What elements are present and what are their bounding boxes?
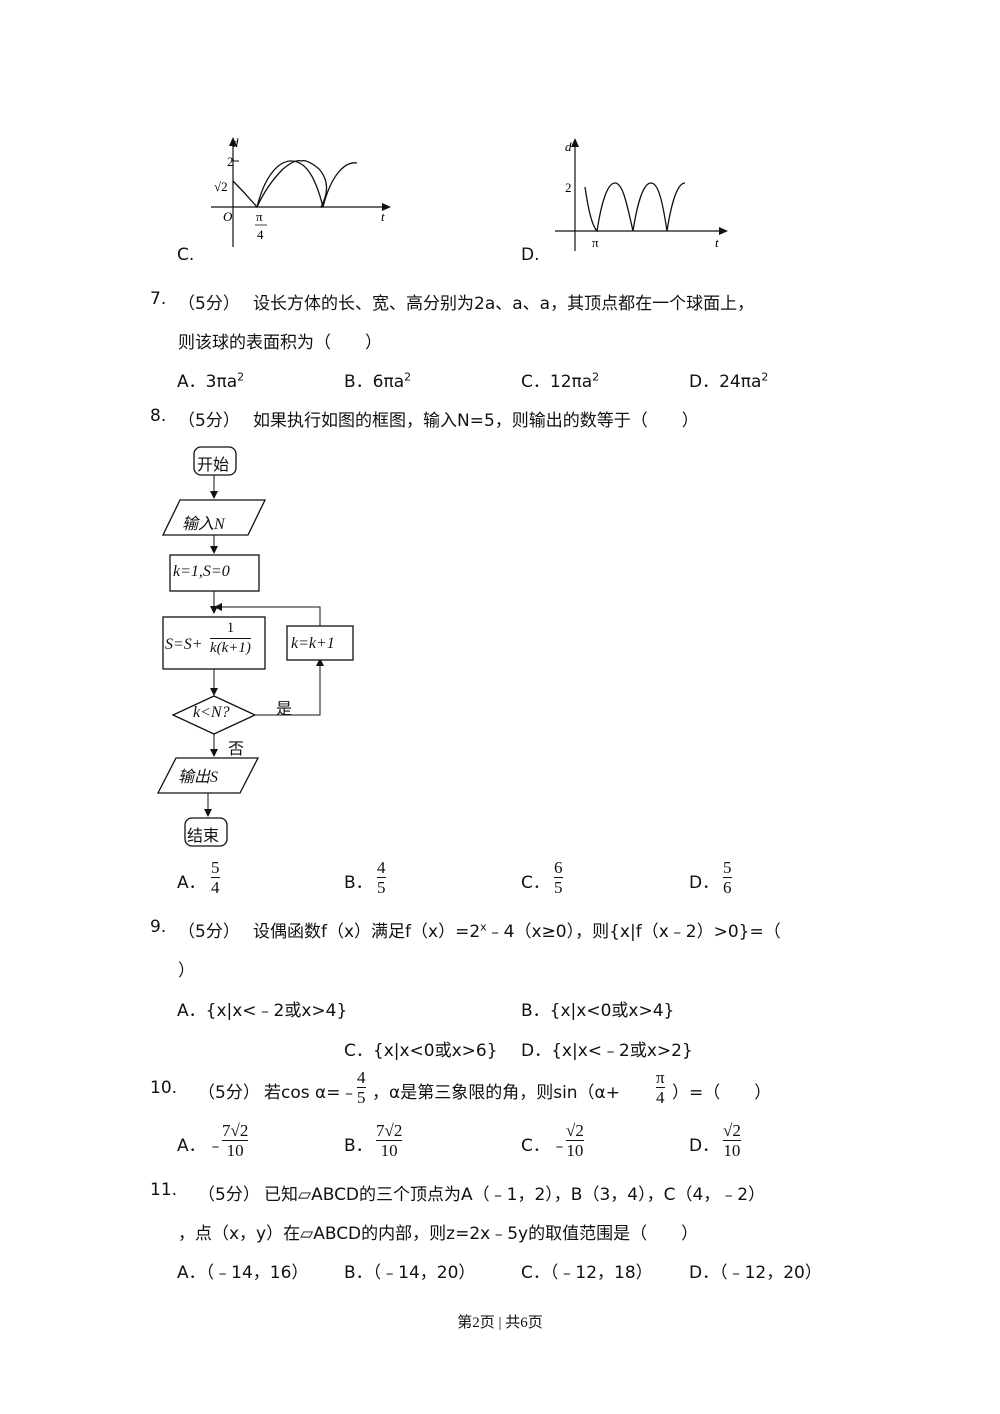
flow-output-label: 输出S bbox=[178, 769, 219, 786]
flow-input-label: 输入N bbox=[182, 516, 225, 533]
q9-score: （5分） bbox=[178, 922, 240, 942]
q7-option-c: C．12πa2 bbox=[521, 370, 600, 392]
q10-option-c-label: C． bbox=[521, 1136, 550, 1156]
q8-option-b-label: B． bbox=[344, 873, 373, 893]
q7-option-a: A．3πa2 bbox=[177, 370, 245, 392]
flow-update-left: S=S+ bbox=[165, 636, 203, 653]
page-footer: 第2页 | 共6页 bbox=[457, 1315, 543, 1331]
flow-increment-box bbox=[286, 625, 354, 661]
q9-option-a: A．{x|x<﹣2或x>4} bbox=[177, 1001, 348, 1021]
q11-option-a: A．（﹣14，16） bbox=[177, 1263, 309, 1283]
q8-option-c-label: C． bbox=[521, 873, 550, 893]
flow-no-label: 否 bbox=[228, 741, 245, 758]
graph-d-x-label: t bbox=[715, 235, 719, 250]
q8-number: 8. bbox=[150, 406, 167, 426]
q11-text-line1: 已知▱ABCD的三个顶点为A（﹣1，2），B（3，4），C（4，﹣2） bbox=[264, 1185, 766, 1205]
q11-option-d: D．（﹣12，20） bbox=[689, 1263, 822, 1283]
flow-update-box bbox=[162, 616, 266, 670]
q7-text-line1: 设长方体的长、宽、高分别为2a、a、a，其顶点都在一个球面上， bbox=[253, 294, 755, 314]
q8-score: （5分） bbox=[178, 411, 240, 431]
flow-init-box bbox=[169, 554, 260, 592]
graph-d: d 2 π t bbox=[555, 138, 728, 251]
q7-option-b: B．6πa2 bbox=[344, 370, 412, 392]
q7-text-line2: 则该球的表面积为（ ） bbox=[178, 333, 382, 353]
graph-c-y-top: 2 bbox=[227, 154, 234, 169]
flow-start-box bbox=[193, 446, 237, 476]
graph-c-origin: O bbox=[223, 209, 233, 224]
q9-text-line2: ） bbox=[178, 961, 195, 981]
flow-decision-label: k<N? bbox=[193, 704, 230, 721]
flow-output-box bbox=[156, 757, 260, 794]
q7-option-d: D．24πa2 bbox=[689, 370, 769, 392]
q8-option-d-label: D． bbox=[689, 873, 720, 893]
q7-number: 7. bbox=[150, 289, 167, 309]
q8-text: 如果执行如图的框图，输入N=5，则输出的数等于（ ） bbox=[253, 411, 699, 431]
q9-number: 9. bbox=[150, 917, 167, 937]
flow-update-den: k(k+1) bbox=[210, 640, 251, 656]
flow-yes-label: 是 bbox=[276, 701, 293, 718]
q9-option-b: B．{x|x<0或x>4} bbox=[521, 1001, 675, 1021]
flow-update-fraction: 1 k(k+1) bbox=[210, 619, 251, 658]
graph-d-y-top: 2 bbox=[565, 180, 572, 195]
q10-text-part2: ，α是第三象限的角，则sin（α+ bbox=[372, 1083, 621, 1103]
q10-option-a-label: A． bbox=[177, 1136, 206, 1156]
q8-flowchart bbox=[156, 446, 354, 847]
flow-start-label: 开始 bbox=[197, 457, 230, 474]
q11-number: 11. bbox=[150, 1180, 178, 1200]
graph-c-x-label: t bbox=[381, 209, 385, 224]
graph-c-option-label: C. bbox=[177, 245, 195, 265]
q9-text-line1: 设偶函数f（x）满足f（x）=2x﹣4（x≥0），则{x|f（x﹣2）>0}=（ bbox=[253, 920, 781, 942]
graph-c-x-den: 4 bbox=[257, 227, 264, 242]
q9-option-c: C．{x|x<0或x>6} bbox=[344, 1041, 498, 1061]
q10-number: 10. bbox=[150, 1078, 178, 1098]
q11-text-line2: ，点（x，y）在▱ABCD的内部，则z=2x﹣5y的取值范围是（ ） bbox=[178, 1224, 699, 1244]
flow-end-box bbox=[184, 817, 228, 847]
q10-option-d-label: D． bbox=[689, 1136, 720, 1156]
q10-option-a-sign: ﹣ bbox=[207, 1136, 224, 1156]
graph-c-y-label: d bbox=[232, 135, 239, 150]
q11-option-b: B．（﹣14，20） bbox=[344, 1263, 476, 1283]
q10-text-part3: ）=（ ） bbox=[672, 1083, 772, 1103]
graph-c: d 2 √2 O π 4 t bbox=[211, 135, 391, 247]
flow-increment-label: k=k+1 bbox=[291, 635, 335, 652]
q11-option-c: C．（﹣12，18） bbox=[521, 1263, 653, 1283]
flow-init-label: k=1,S=0 bbox=[173, 563, 230, 580]
flow-input-box bbox=[161, 499, 267, 536]
graph-d-x-tick: π bbox=[592, 235, 599, 250]
q10-text-part1: 若cos α=﹣ bbox=[264, 1083, 358, 1103]
graph-c-x-num: π bbox=[256, 209, 263, 224]
graph-d-option-label: D. bbox=[521, 245, 540, 265]
q10-option-b-label: B． bbox=[344, 1136, 373, 1156]
flow-end-label: 结束 bbox=[187, 828, 220, 845]
q10-option-c-sign: ﹣ bbox=[551, 1136, 568, 1156]
q8-option-a-label: A． bbox=[177, 873, 206, 893]
graph-c-y-mid: √2 bbox=[214, 179, 228, 194]
q7-score: （5分） bbox=[178, 294, 240, 314]
q9-option-d: D．{x|x<﹣2或x>2} bbox=[521, 1041, 693, 1061]
q10-score: （5分） bbox=[198, 1083, 260, 1103]
graph-d-y-label: d bbox=[565, 139, 572, 154]
q11-score: （5分） bbox=[198, 1185, 260, 1205]
flow-update-num: 1 bbox=[226, 620, 235, 636]
